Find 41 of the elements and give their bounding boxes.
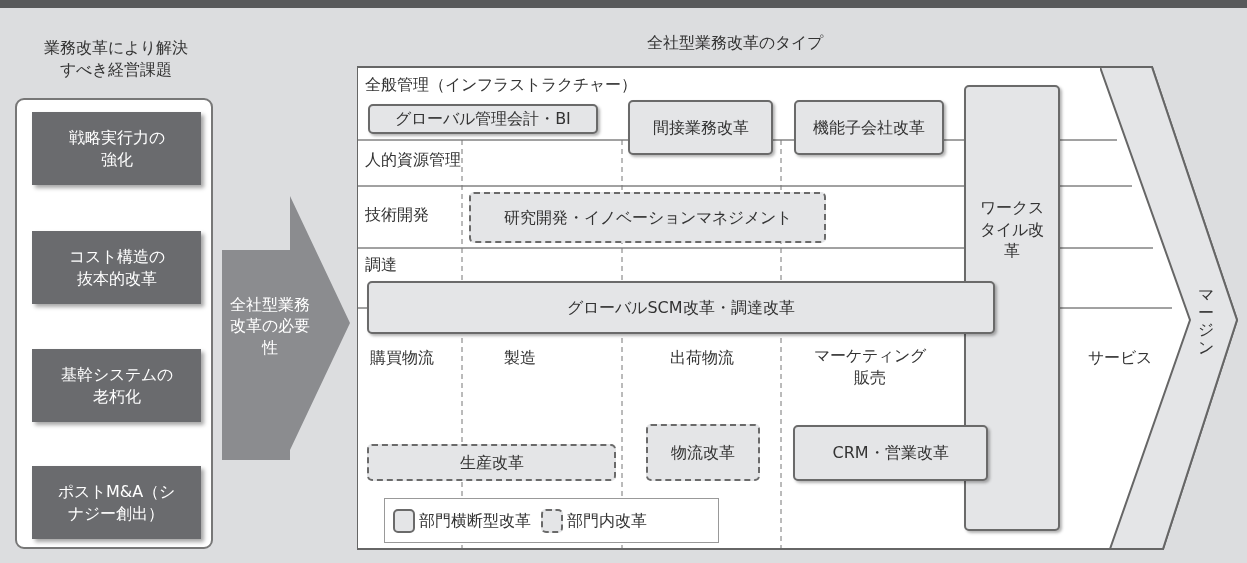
margin-text: マージン bbox=[1198, 286, 1214, 357]
row-label: マーケティング販売 bbox=[813, 345, 927, 389]
arrow-text: 全社型業務改革の必要性 bbox=[229, 293, 311, 359]
issue-text: コスト構造の抜本的改革 bbox=[67, 245, 166, 290]
legend-text: 部門内改革 bbox=[567, 509, 647, 532]
reform-box bbox=[367, 281, 995, 334]
reform-text: 物流改革 bbox=[671, 441, 735, 464]
reform-box bbox=[368, 104, 598, 134]
reform-box bbox=[964, 85, 1060, 531]
issue-box bbox=[32, 466, 201, 539]
row-label: 購買物流 bbox=[370, 347, 434, 369]
legend-text: 部門横断型改革 bbox=[419, 509, 531, 532]
reform-text: CRM・営業改革 bbox=[832, 442, 949, 464]
reform-text: 機能子会社改革 bbox=[813, 116, 925, 139]
reform-text: グローバル管理会計・BI bbox=[395, 108, 571, 130]
reform-box bbox=[794, 100, 944, 155]
issue-box bbox=[32, 231, 201, 304]
panel-heading: 業務改革により解決すべき経営課題 bbox=[43, 37, 189, 81]
reform-box bbox=[628, 100, 773, 155]
row-label: 全般管理（インフラストラクチャー） bbox=[365, 74, 637, 96]
row-label: 人的資源管理 bbox=[365, 149, 461, 171]
reform-text: 間接業務改革 bbox=[652, 116, 749, 139]
issue-text: 基幹システムの老朽化 bbox=[59, 363, 174, 408]
issue-text: 戦略実行力の強化 bbox=[67, 126, 166, 171]
frame-heading: 全社型業務改革のタイプ bbox=[647, 32, 823, 54]
reform-text: グローバルSCM改革・調達改革 bbox=[567, 296, 795, 319]
row-label: 調達 bbox=[365, 254, 397, 276]
reform-text: 研究開発・イノベーションマネジメント bbox=[503, 206, 792, 229]
reform-text: 生産改革 bbox=[459, 451, 524, 474]
reform-box bbox=[367, 444, 616, 481]
reform-text: ワークスタイル改革 bbox=[979, 197, 1045, 262]
reform-box bbox=[646, 424, 760, 481]
reform-box bbox=[469, 192, 826, 243]
row-label: 出荷物流 bbox=[669, 347, 735, 369]
issue-box bbox=[32, 112, 201, 185]
row-label: 製造 bbox=[503, 347, 537, 369]
issue-box bbox=[32, 349, 201, 422]
row-label: 技術開発 bbox=[365, 204, 429, 226]
row-label: サービス bbox=[1087, 347, 1153, 369]
issue-text: ポストM&A（シナジー創出） bbox=[56, 480, 177, 525]
reform-box bbox=[793, 425, 988, 481]
